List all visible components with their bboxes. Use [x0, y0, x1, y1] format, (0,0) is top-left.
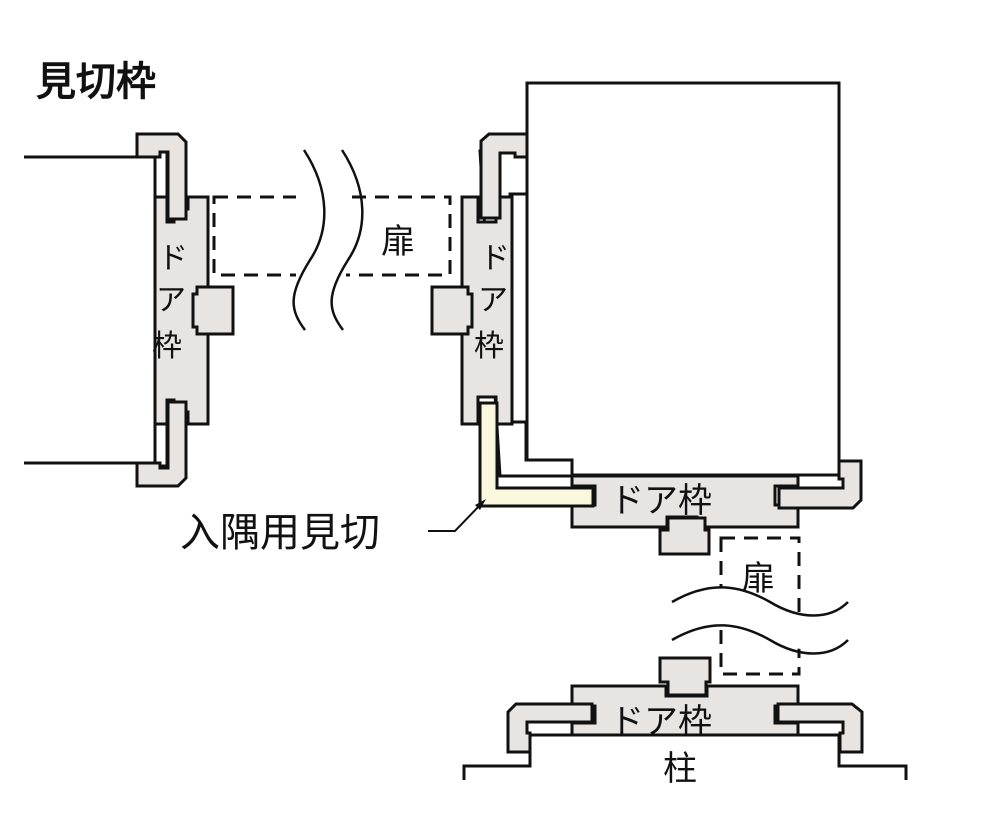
left-frame-label-2: ア: [156, 283, 186, 318]
pillar-frame-label: ドア枠: [610, 702, 712, 742]
pillar-door-frame: [570, 684, 800, 737]
left-assembly: ド ア 枠: [24, 132, 235, 488]
left-gap-bottom: [153, 422, 169, 468]
wall-block: [525, 81, 841, 477]
bottom-assembly: ドア枠 柱: [462, 656, 908, 789]
break-wave-4: [671, 624, 849, 655]
door-outline-vertical: [719, 536, 801, 676]
right-top-assembly: ド ア 枠 ドア枠: [430, 81, 863, 556]
corner-trim-callout: 入隅用見切: [180, 499, 486, 556]
right-door-stop: [430, 285, 474, 336]
bottom-frame-label: ドア枠: [610, 481, 712, 521]
door-label-top: 扉: [381, 222, 415, 262]
pillar-trim-left: [506, 702, 594, 754]
break-lines-horizontal-door: [292, 149, 364, 331]
right-frame-label-1: ド: [480, 241, 510, 276]
left-trim-top: [135, 132, 188, 221]
break-wave-1: [292, 149, 326, 331]
pillar-label: 柱: [663, 749, 697, 789]
corner-trim-label: 入隅用見切: [180, 510, 380, 556]
right-frame-label-3: 枠: [474, 329, 504, 364]
left-frame-label-3: 枠: [152, 329, 182, 364]
right-frame-label-2: ア: [478, 283, 508, 318]
left-trim-bottom: [135, 400, 188, 488]
leader-line: [428, 502, 483, 532]
diagram-title: 見切枠: [36, 59, 156, 105]
right-trim-top: [479, 132, 529, 220]
break-wave-2: [330, 149, 364, 331]
break-wave-3: [671, 586, 849, 617]
break-lines-vertical-door: [671, 586, 849, 655]
left-door-stop: [191, 285, 235, 336]
bottom-door-stop: [658, 516, 711, 556]
pillar-trim-right: [776, 702, 864, 754]
leader-arrowhead: [475, 499, 486, 510]
left-frame-label-1: ド: [158, 241, 188, 276]
right-trim-horizontal: [777, 459, 863, 510]
right-vertical-door-frame: [460, 195, 514, 426]
